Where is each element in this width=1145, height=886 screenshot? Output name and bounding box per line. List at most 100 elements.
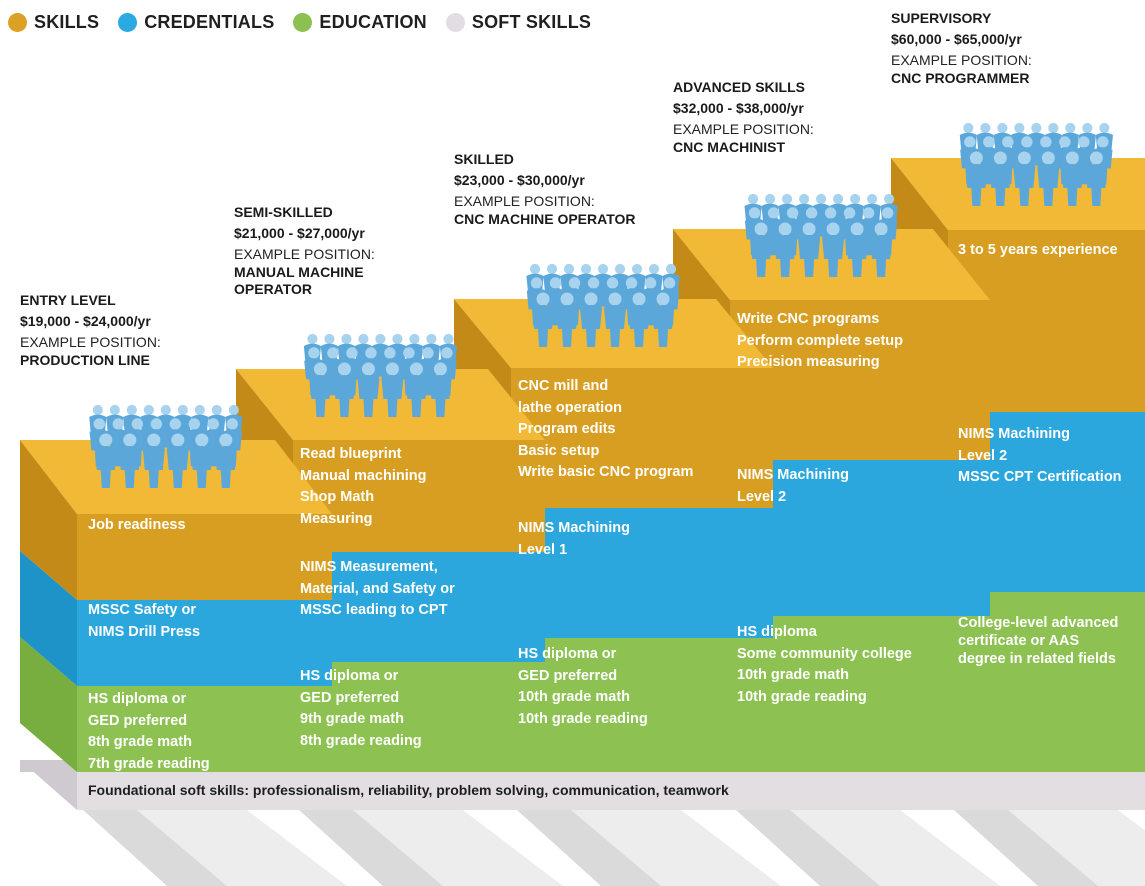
education-item: Some community college [737,645,912,662]
person-head [644,277,657,289]
person-head [346,347,358,359]
credential-item: NIMS Machining [958,426,1070,442]
person-icon [1085,151,1108,206]
person-head [997,122,1008,134]
education-item: degree in related fields [958,651,1116,667]
person-head [228,404,239,416]
education-item: 8th grade math [88,734,192,750]
person-head [126,404,137,416]
step-5-header: SUPERVISORY $60,000 - $65,000/yr EXAMPLE… [891,10,1032,87]
person-head [608,292,622,306]
step-1-position: PRODUCTION LINE [20,352,150,368]
credential-item: MSSC CPT Certification [958,469,1122,485]
step-3-education-list: HS diploma or GED preferred 10th grade m… [518,644,648,730]
person-body [1061,164,1084,206]
person-head [207,418,220,430]
person-head [109,404,120,416]
person-body [214,446,237,488]
education-item: 8th grade reading [300,732,422,749]
person-icon [556,292,579,347]
person-head [150,418,163,430]
person-head [219,433,233,447]
person-head [341,333,352,345]
step-shadow-dark [954,810,1098,886]
people-group-step-5 [959,122,1113,206]
skill-item: Job readiness [88,517,186,533]
person-icon [142,433,165,488]
person-head [143,404,154,416]
person-icon [203,418,223,467]
person-icon [214,433,237,488]
person-head [631,263,643,275]
person-head [862,207,875,219]
person-body [870,235,893,277]
person-head [1031,122,1042,134]
soft-skills-side [20,760,77,810]
education-side-face [20,637,77,772]
legend-label-soft-skills: SOFT SKILLS [471,11,592,32]
legend-label-education: EDUCATION [319,11,427,32]
person-body [989,164,1012,206]
skill-item: Write basic CNC program [518,464,694,480]
person-head [663,277,676,289]
education-item: HS diploma or [518,646,617,662]
person-body [965,164,988,206]
person-head [778,222,792,236]
person-head [307,333,318,345]
person-icon [604,292,627,347]
step-2-skills-list: Read blueprint Manual machining Shop Mat… [300,444,427,530]
step-3-credentials-list: NIMS Machining Level 1 [518,518,630,561]
skill-item: Read blueprint [300,446,402,462]
skill-item: Program edits [518,421,616,437]
person-head [530,277,543,289]
person-head [805,207,818,219]
skills-front-face [511,368,773,508]
person-head [433,362,447,376]
person-head [964,136,976,148]
skill-item: lathe operation [518,399,622,416]
person-head [824,207,837,219]
person-icon [1061,151,1084,206]
step-3-example-label: EXAMPLE POSITION: [454,193,595,209]
person-body [858,218,879,256]
skill-item: Basic setup [518,442,600,459]
person-body [142,446,165,488]
person-body [798,235,821,277]
education-front-face [730,616,990,772]
person-body [545,288,566,326]
person-head [1021,136,1033,148]
person-head [1014,122,1025,134]
step-5-salary: $60,000 - $65,000/yr [891,31,1022,47]
person-head [963,122,974,134]
person-icon [798,222,821,277]
education-item: GED preferred [300,689,400,706]
step-5-level: SUPERVISORY [891,10,992,26]
step-1-example-label: EXAMPLE POSITION: [20,334,161,350]
person-icon [965,151,988,206]
person-head [441,347,453,359]
person-body [1037,164,1060,206]
person-head [99,433,113,447]
legend-item-credentials: CREDENTIALS [118,12,274,33]
step-3-skills-list: CNC mill and lathe operation Program edi… [518,376,693,484]
person-icon [774,222,797,277]
person-body [166,446,189,488]
person-head [337,362,351,376]
person-icon [545,277,566,326]
person-icon [190,433,213,488]
step-4-example-label: EXAMPLE POSITION: [673,121,814,137]
person-head [403,347,415,359]
people-group-step-2 [303,333,457,417]
step-4-position: CNC MACHINIST [673,139,785,155]
person-head [786,207,799,219]
person-icon [846,222,869,277]
person-body [333,375,356,417]
soft-skills-front [77,772,1145,810]
person-head [409,333,420,345]
legend-dot-skills [8,12,27,32]
person-icon [418,347,438,396]
credential-item: Level 2 [737,488,787,505]
person-head [1040,136,1052,148]
education-item: 10th grade reading [737,688,867,705]
step-2-header: SEMI-SKILLED $21,000 - $27,000/yr EXAMPL… [234,204,375,298]
